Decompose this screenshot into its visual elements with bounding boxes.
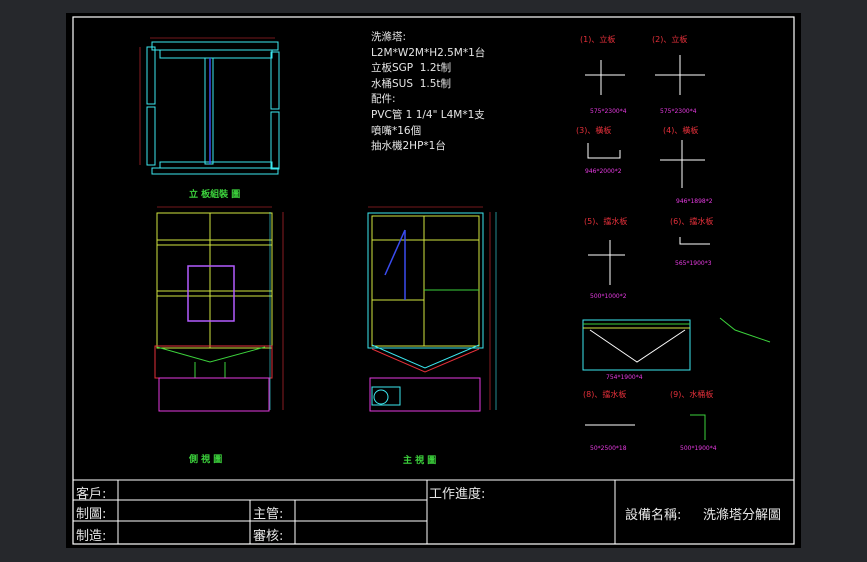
detail-dims: 50*2500*18: [590, 445, 627, 452]
detail-dims: 946*1898*2: [676, 198, 713, 205]
detail-title: (6)、擋水板: [670, 217, 714, 226]
detail-dims: 500*1000*2: [590, 293, 627, 300]
customer-label: 客戶:: [76, 487, 107, 502]
detail-dims: 575*2300*4: [590, 108, 627, 115]
drawing-border: [72, 16, 795, 545]
detail-dims: 575*2300*4: [660, 108, 697, 115]
supervisor-label: 主管:: [253, 507, 284, 522]
spec-notes: 洗滌塔: L2M*W2M*H2.5M*1台 立板SGP 1.2t制 水桶SUS …: [371, 30, 485, 155]
notes-line: L2M*W2M*H2.5M*1台: [371, 46, 486, 59]
notes-line: 抽水機2HP*1台: [371, 140, 446, 153]
detail-title: (2)、立板: [652, 35, 688, 44]
notes-line: 噴嘴*16個: [371, 124, 422, 137]
detail-title: (3)、橫板: [576, 126, 612, 135]
review-label: 審核:: [253, 529, 284, 544]
notes-line: PVC管 1 1/4" L4M*1支: [371, 108, 485, 121]
detail-7-trough: [582, 317, 771, 371]
front-view: [367, 206, 497, 412]
panel-assembly-view: [139, 37, 280, 175]
detail-title: (5)、擋水板: [584, 217, 628, 226]
detail-dims: 946*2000*2: [585, 168, 622, 175]
detail-title: (1)、立板: [580, 35, 616, 44]
detail-dims: 500*1900*4: [680, 445, 717, 452]
equipment-label: 設備名稱:: [625, 508, 682, 523]
side-view: [154, 206, 284, 412]
detail-sketches: [585, 55, 710, 285]
notes-line: 配件:: [371, 93, 396, 106]
progress-label: 工作進度:: [429, 487, 486, 502]
equipment-name: 洗滌塔分解圖: [703, 508, 782, 523]
detail-title: (4)、橫板: [663, 126, 699, 135]
detail-title: (8)、擋水板: [583, 390, 627, 399]
detail-dims: 754*1900*4: [606, 374, 643, 381]
caption-side-view: 側 視 圖: [189, 455, 223, 465]
caption-front-view: 主 視 圖: [403, 456, 437, 466]
detail-8-9: [585, 414, 706, 440]
drawn-label: 制圖:: [76, 507, 107, 522]
notes-line: 立板SGP 1.2t制: [371, 62, 452, 75]
detail-title: (9)、水桶板: [670, 390, 714, 399]
caption-panel-assembly: 立 板組裝 圖: [189, 190, 241, 200]
title-block-lines: [73, 479, 794, 544]
made-label: 制造:: [76, 529, 107, 544]
notes-line: 水桶SUS 1.5t制: [371, 77, 452, 90]
notes-title: 洗滌塔:: [371, 31, 407, 43]
detail-dims: 565*1900*3: [675, 260, 712, 267]
